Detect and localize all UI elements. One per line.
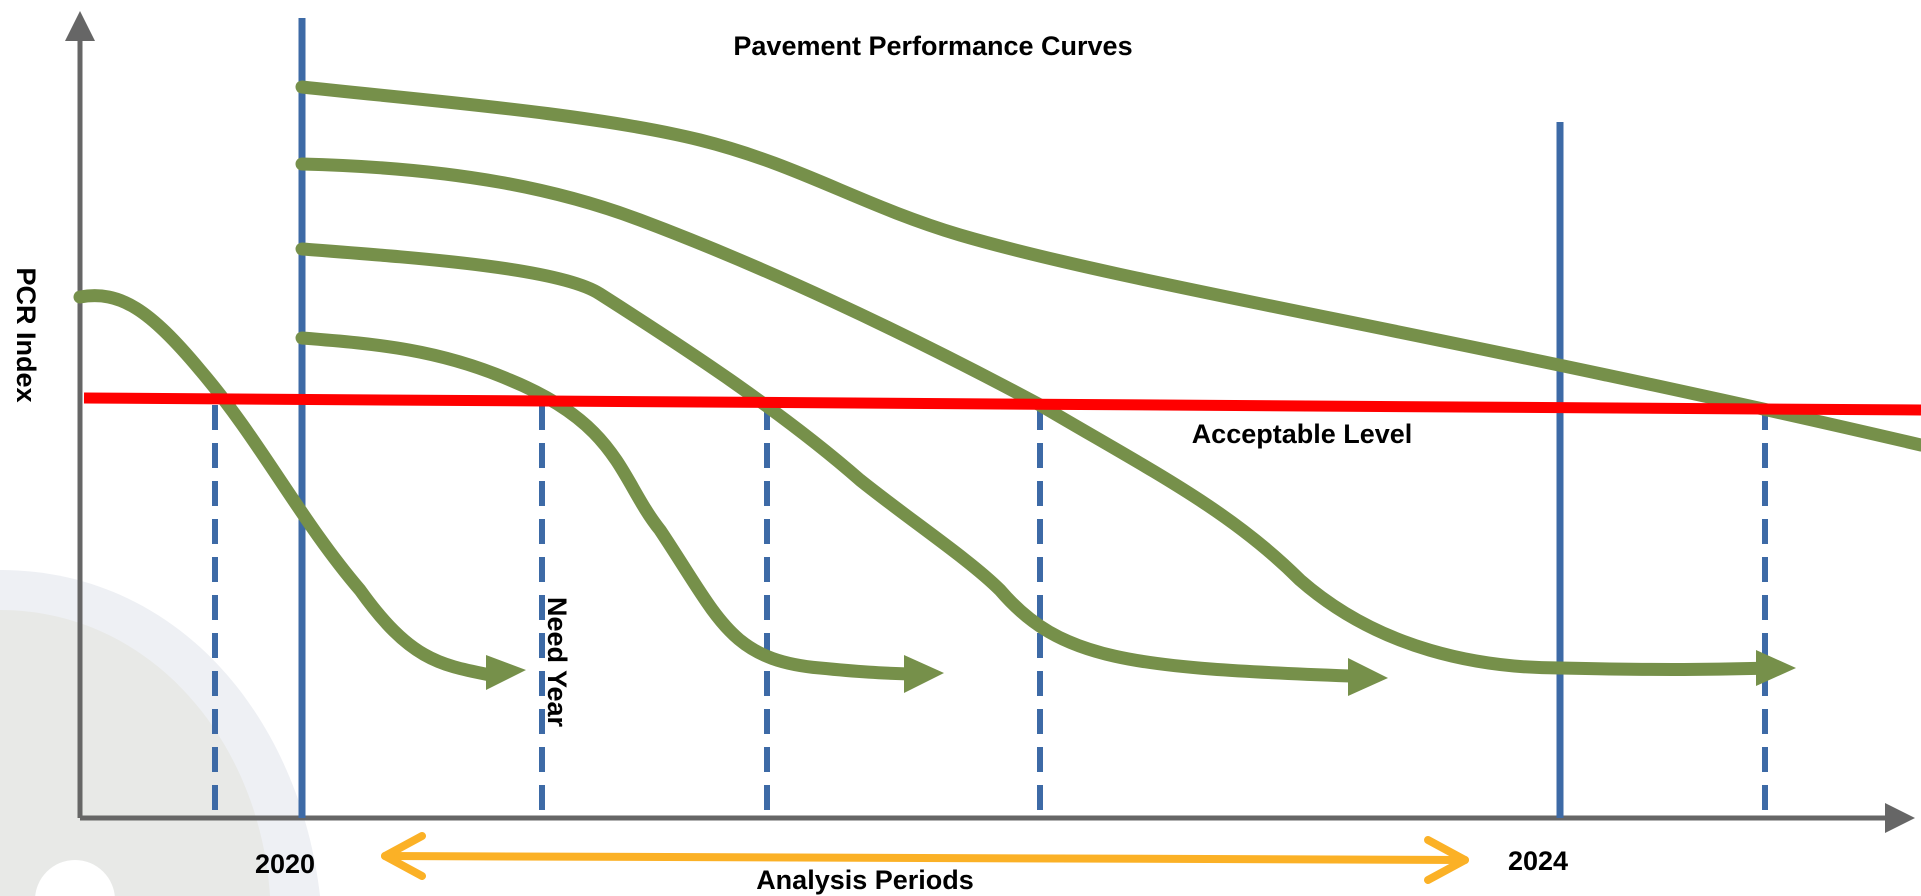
acceptable-level-line — [83, 392, 1921, 416]
chart-title: Pavement Performance Curves — [733, 31, 1132, 61]
year-label-2020: 2020 — [255, 849, 315, 879]
need-year-label: Need Year — [542, 597, 572, 728]
acceptable-level-label: Acceptable Level — [1192, 419, 1413, 449]
performance-curve-4 — [295, 157, 1777, 676]
analysis-periods-arrow — [381, 832, 1469, 884]
performance-curve-3 — [295, 242, 1357, 683]
curve-arrowhead — [904, 655, 944, 693]
need-year-lines — [212, 405, 1768, 815]
background-watermark — [0, 570, 320, 896]
performance-curves — [73, 80, 1921, 683]
curve-arrowhead — [486, 655, 526, 690]
curve-arrowhead — [1756, 650, 1796, 686]
performance-curve-1 — [73, 289, 497, 682]
performance-curve-5 — [295, 80, 1921, 452]
performance-curve-2 — [295, 331, 917, 681]
analysis-periods-label: Analysis Periods — [756, 865, 974, 895]
year-label-2024: 2024 — [1508, 846, 1568, 876]
curve-arrowheads — [486, 650, 1796, 696]
curve-arrowhead — [1348, 658, 1388, 696]
y-axis-label: PCR Index — [11, 267, 41, 402]
